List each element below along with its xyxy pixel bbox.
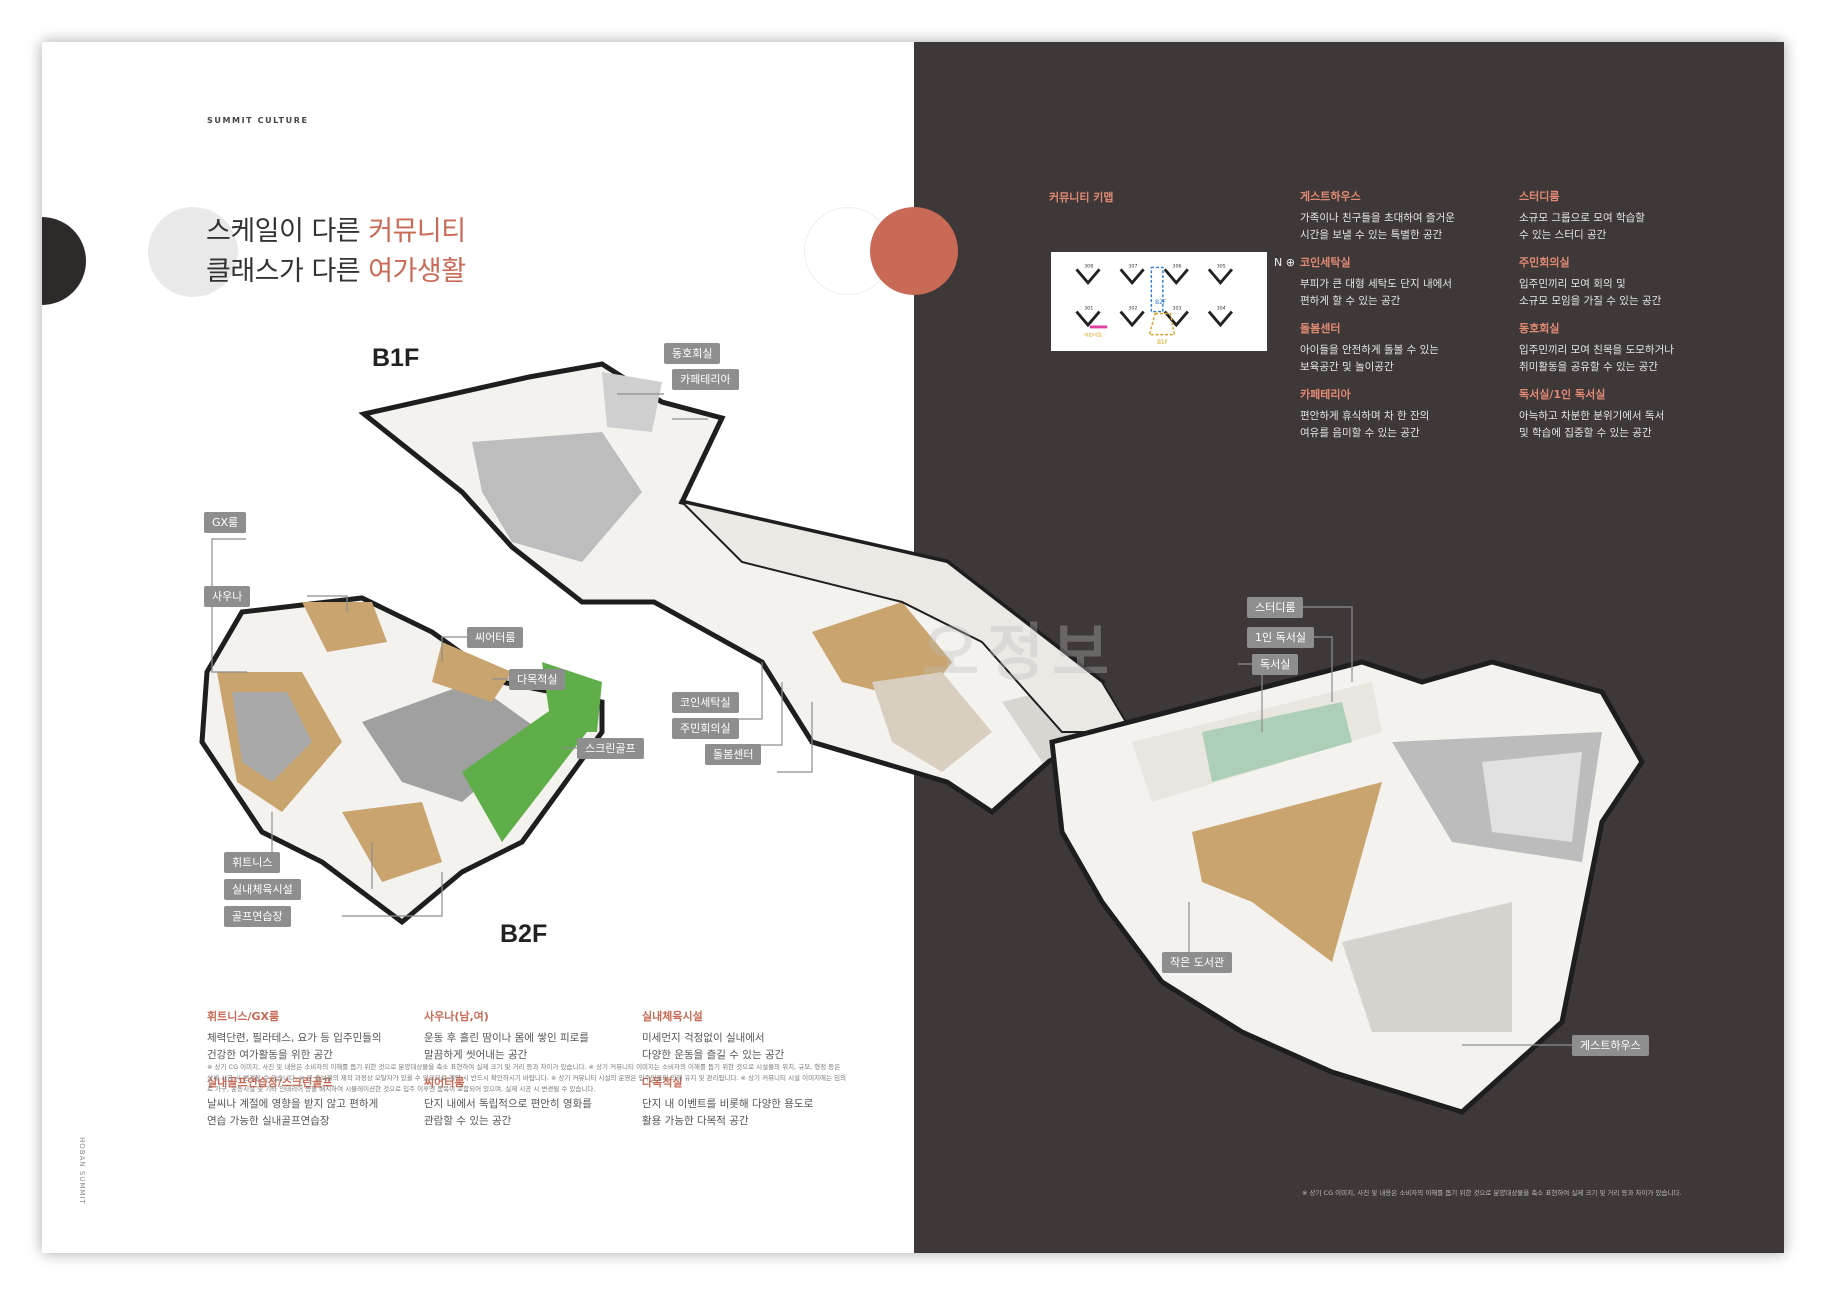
headline-line2-a: 클래스가 다른 bbox=[206, 256, 369, 287]
callout-study: 스터디룸 bbox=[1247, 597, 1304, 618]
callout-single: 1인 독서실 bbox=[1247, 627, 1314, 648]
keymap-b1f-label: B1F bbox=[1157, 340, 1168, 346]
keymap-b307: 307 bbox=[1128, 263, 1137, 269]
headline-line1-a: 스케일이 다른 bbox=[206, 216, 369, 247]
feature-fitness: 휘트니스/GX룸 체력단련, 필라테스, 요가 등 입주민들의 건강한 여가활동… bbox=[207, 1010, 382, 1061]
keymap-b306: 306 bbox=[1172, 263, 1181, 269]
floor-label-b1f: B1F bbox=[372, 344, 420, 372]
brochure-spread: SUMMIT CULTURE HOBAN SUMMIT 스케일이 다른 커뮤니티… bbox=[42, 42, 1784, 1253]
callout-cafeteria: 카페테리아 bbox=[672, 369, 739, 390]
callout-screengolf: 스크린골프 bbox=[577, 738, 644, 759]
callout-meeting: 주민회의실 bbox=[672, 718, 739, 739]
keymap-b301: 301 bbox=[1084, 306, 1093, 312]
grey-circle bbox=[148, 207, 238, 297]
floor-label-b2f: B2F bbox=[500, 920, 548, 948]
feature-multi: 다목적실 단지 내 이벤트를 비롯해 다양한 용도로 활용 가능한 다목적 공간 bbox=[642, 1076, 814, 1127]
feature-indoor: 실내체육시설 미세먼지 걱정없이 실내에서 다양한 운동을 즐길 수 있는 공간 bbox=[642, 1010, 785, 1061]
keymap-b304: 304 bbox=[1217, 306, 1226, 312]
keymap-b303: 303 bbox=[1172, 306, 1181, 312]
disclaimer-right: ※ 상기 CG 이미지, 사진 및 내용은 소비자의 이해를 돕기 위한 것으로… bbox=[1302, 1189, 1682, 1197]
callout-sauna: 사우나 bbox=[204, 586, 251, 607]
callout-golf: 골프연습장 bbox=[224, 906, 291, 927]
callout-library: 작은 도서관 bbox=[1162, 952, 1233, 973]
keymap-pink-label: 어린이집 bbox=[1084, 332, 1102, 339]
callout-fitness: 휘트니스 bbox=[224, 852, 281, 873]
brand-label: SUMMIT CULTURE bbox=[207, 116, 309, 125]
callout-coin: 코인세탁실 bbox=[672, 692, 739, 713]
compass-icon: N ⊕ bbox=[1274, 256, 1295, 269]
callout-theater: 씨어터룸 bbox=[467, 627, 524, 648]
compass-letter: N bbox=[1274, 256, 1283, 269]
watermark-text: 오정보 bbox=[922, 616, 1118, 689]
keymap-diagram: 308 307 306 305 301 302 303 304 B2F B1F … bbox=[1051, 252, 1267, 351]
feature-theater: 씨어터룸 단지 내에서 독립적으로 편안히 영화를 관람할 수 있는 공간 bbox=[424, 1076, 592, 1127]
keymap-b2f-label: B2F bbox=[1155, 300, 1166, 306]
rfeature-cafeteria: 카페테리아 편안하게 휴식하며 차 한 잔의 여유를 음미할 수 있는 공간 bbox=[1300, 388, 1430, 439]
rfeature-dongho: 동호회실 입주민끼리 모여 친목을 도모하거나 취미활동을 공유할 수 있는 공… bbox=[1519, 322, 1674, 373]
side-vertical-text: HOBAN SUMMIT bbox=[78, 1137, 86, 1205]
callout-care: 돌봄센터 bbox=[705, 744, 762, 765]
keymap-b305: 305 bbox=[1217, 263, 1226, 269]
keymap-title: 커뮤니티 키맵 bbox=[1049, 191, 1114, 204]
rfeature-study: 스터디룸 소규모 그룹으로 모여 학습할 수 있는 스터디 공간 bbox=[1519, 190, 1645, 241]
callout-multi: 다목적실 bbox=[509, 669, 566, 690]
callout-guest: 게스트하우스 bbox=[1572, 1035, 1649, 1056]
callout-gx: GX룸 bbox=[204, 512, 247, 533]
rfeature-care: 돌봄센터 아이들을 안전하게 돌볼 수 있는 보육공간 및 놀이공간 bbox=[1300, 322, 1439, 373]
page-headline: 스케일이 다른 커뮤니티 클래스가 다른 여가생활 bbox=[206, 212, 466, 292]
rfeature-reading: 독서실/1인 독서실 아늑하고 차분한 분위기에서 독서 및 학습에 집중할 수… bbox=[1519, 388, 1665, 439]
callout-dongho: 동호회실 bbox=[664, 343, 721, 364]
rfeature-guest: 게스트하우스 가족이나 친구들을 초대하여 즐거운 시간을 보낼 수 있는 특별… bbox=[1300, 190, 1455, 241]
headline-line2-b: 여가생활 bbox=[368, 256, 466, 287]
callout-reading: 독서실 bbox=[1252, 654, 1299, 675]
feature-golf: 실내골프연습장/스크린골프 날씨나 계절에 영향을 받지 않고 편하게 연습 가… bbox=[207, 1076, 379, 1127]
callout-indoor: 실내체육시설 bbox=[224, 879, 301, 900]
disclaimer-left: ※ 상기 CG 이미지, 사진 및 내용은 소비자의 이해를 돕기 위한 것으로… bbox=[207, 1063, 847, 1093]
rfeature-meeting: 주민회의실 입주민끼리 모여 회의 및 소규모 모임을 가질 수 있는 공간 bbox=[1519, 256, 1662, 307]
keymap-b302: 302 bbox=[1128, 306, 1137, 312]
orange-half-circle bbox=[870, 207, 958, 295]
headline-line1-b: 커뮤니티 bbox=[368, 216, 466, 247]
keymap-b308: 308 bbox=[1084, 263, 1093, 269]
rfeature-coin: 코인세탁실 부피가 큰 대형 세탁도 단지 내에서 편하게 할 수 있는 공간 bbox=[1300, 256, 1452, 307]
feature-sauna: 사우나(남,여) 운동 후 흘린 땀이나 몸에 쌓인 피로를 말끔하게 씻어내는… bbox=[424, 1010, 589, 1061]
